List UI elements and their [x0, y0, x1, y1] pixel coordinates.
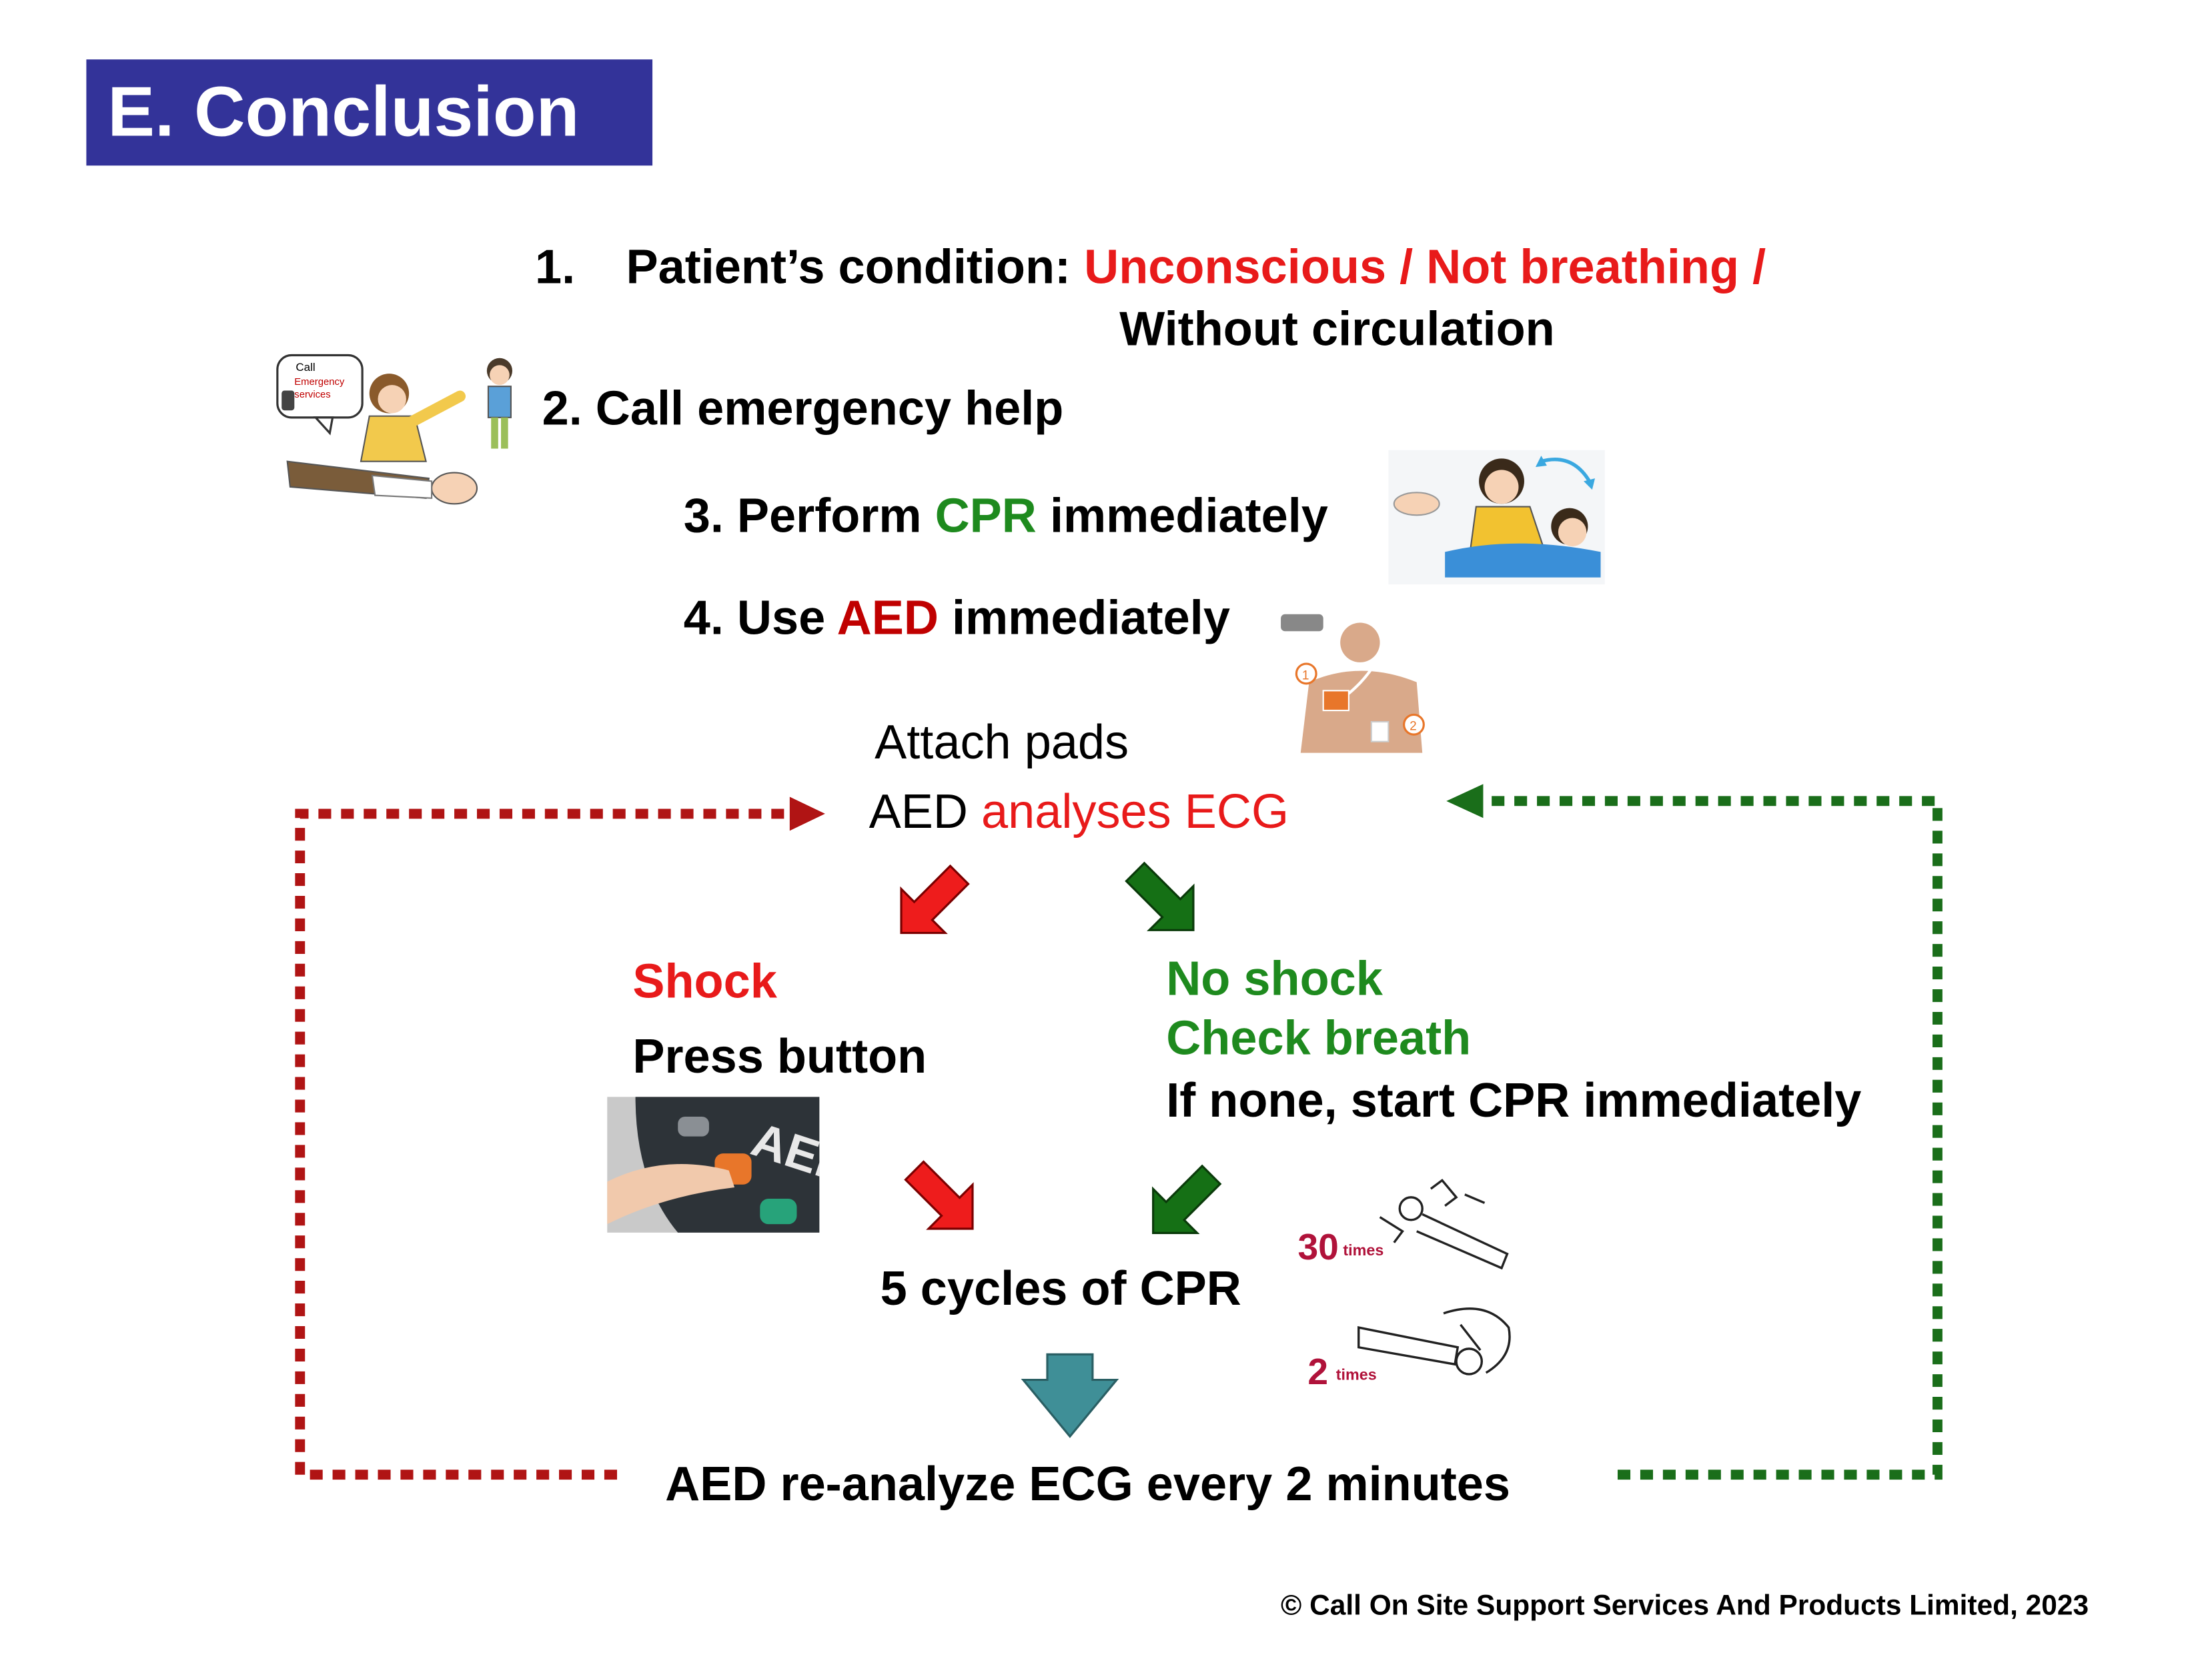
page-title: E. Conclusion — [107, 72, 580, 152]
red-loop-arrowhead — [789, 796, 825, 831]
arrow-to-no-shock — [1125, 861, 1195, 931]
step1-line1: 1. Patient’s condition: Unconscious / Not… — [535, 241, 1766, 296]
arrow-to-shock — [900, 864, 970, 935]
red-loop-arrow — [295, 808, 793, 1480]
cycles-of-cpr-text: 5 cycles of CPR — [880, 1262, 1241, 1317]
rescue-breaths-illustration: 2 times — [1302, 1299, 1522, 1399]
phone-icon — [282, 390, 295, 411]
call-emergency-illustration: Call Emergency services — [273, 351, 531, 507]
step3-cpr: CPR — [935, 490, 1037, 544]
compressions-illustration: 30 times — [1295, 1175, 1521, 1288]
svg-text:2: 2 — [1410, 720, 1417, 734]
aed-analyses-text: AED analyses ECG — [869, 785, 1289, 841]
step3-suffix: immediately — [1036, 490, 1328, 544]
arrow-shock-to-cpr — [904, 1160, 974, 1230]
compressions-count: 30 — [1298, 1226, 1339, 1267]
step4-prefix: 4. Use — [683, 591, 837, 646]
step2-text: 2. Call emergency help — [542, 382, 1064, 436]
step1-prefix: 1. — [534, 240, 576, 295]
reanalyze-text: AED re-analyze ECG every 2 minutes — [665, 1458, 1511, 1512]
step4-text: 4. Use AED immediately — [684, 592, 1230, 647]
aed-button-photo: AED — [607, 1097, 859, 1233]
step1-label: Patient’s condition: — [626, 240, 1085, 295]
if-none-text: If none, start CPR immediately — [1166, 1074, 1862, 1128]
bubble-call-text: Call — [296, 361, 315, 374]
step1-condition: Unconscious / Not breathing / — [1084, 240, 1766, 295]
bubble-emergency-text: Emergency — [294, 377, 345, 388]
shock-label: Shock — [632, 955, 777, 1009]
green-loop-arrowhead — [1446, 784, 1484, 818]
press-button-text: Press button — [632, 1030, 927, 1085]
bubble-services-text: services — [294, 390, 330, 400]
breaths-count: 2 — [1307, 1351, 1328, 1392]
step1-condition-line2: Without circulation — [1119, 303, 1555, 357]
arrow-noshock-to-cpr — [1152, 1164, 1222, 1234]
copyright-text: © Call On Site Support Services And Prod… — [1281, 1590, 2089, 1622]
title-banner — [86, 59, 653, 166]
svg-text:1: 1 — [1302, 668, 1309, 682]
attach-pads-text: Attach pads — [875, 716, 1129, 770]
aed-analyses-highlight: analyses ECG — [981, 785, 1289, 840]
green-loop-arrow — [1480, 796, 1943, 1480]
down-arrow — [1021, 1353, 1119, 1438]
aed-analyses-prefix: AED — [869, 785, 982, 840]
step4-aed: AED — [837, 591, 939, 646]
compressions-unit: times — [1343, 1241, 1384, 1259]
step3-text: 3. Perform CPR immediately — [684, 490, 1328, 545]
no-shock-label: No shock — [1166, 952, 1383, 1007]
cpr-illustration — [1388, 450, 1605, 585]
check-breath-text: Check breath — [1166, 1011, 1472, 1066]
breaths-unit: times — [1336, 1366, 1377, 1383]
step4-suffix: immediately — [938, 591, 1230, 646]
aed-pads-illustration: 1 2 — [1281, 611, 1434, 753]
step3-prefix: 3. Perform — [683, 490, 935, 544]
